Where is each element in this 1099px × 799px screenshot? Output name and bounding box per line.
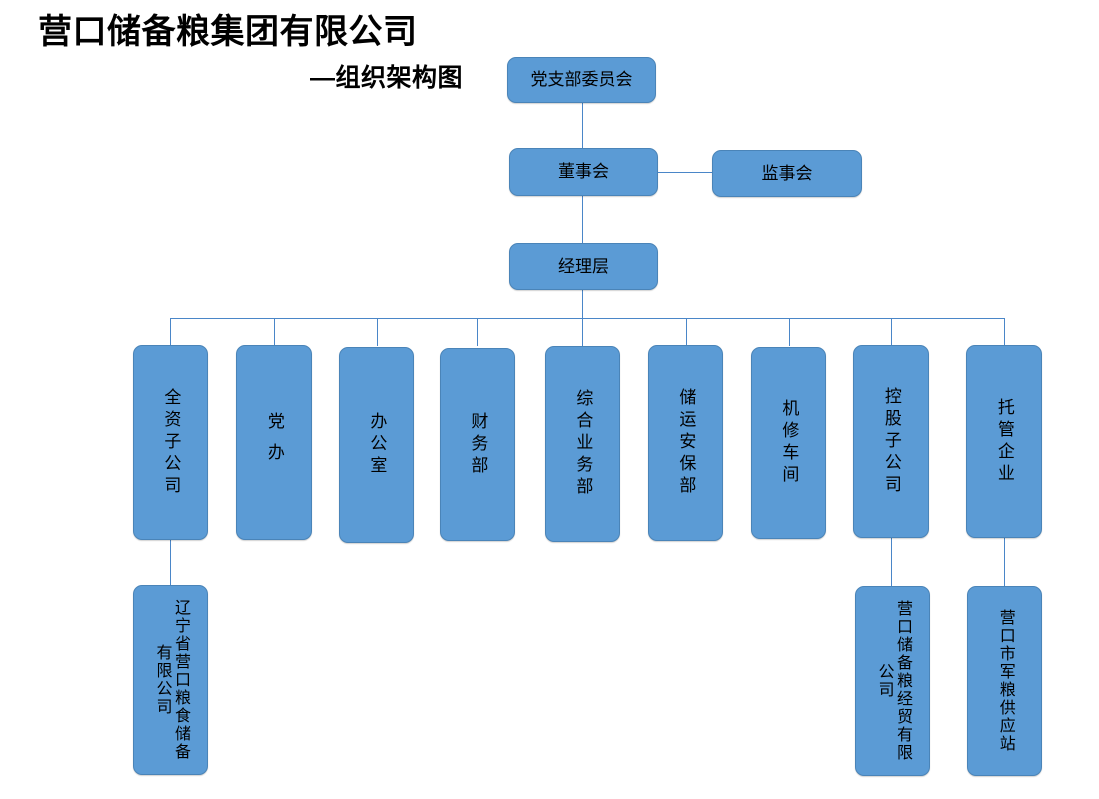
- node-dept-5[interactable]: 综合业务部: [545, 346, 620, 542]
- node-dept-1[interactable]: 全资子公司: [133, 345, 208, 540]
- connector-bus-to-dept-1: [170, 318, 171, 346]
- connector-dept-1-to-sub-1: [170, 540, 171, 585]
- node-board-supervisors[interactable]: 监事会: [712, 150, 862, 197]
- node-label: 控股子公司: [881, 386, 901, 497]
- connector-dept-9-to-sub-3: [1004, 538, 1005, 586]
- page-subtitle: —组织架构图: [310, 64, 464, 92]
- connector-department-bus: [170, 318, 1004, 319]
- connector-board-to-supervisors: [658, 172, 712, 173]
- node-sub-3[interactable]: 营口市军粮供应站: [967, 586, 1042, 776]
- connector-board-to-management: [582, 196, 583, 243]
- node-label: 营口储备粮经贸有限公司: [875, 600, 912, 762]
- node-label: 辽宁省营口粮食储备有限公司: [153, 599, 190, 761]
- node-label: 全资子公司: [161, 387, 181, 498]
- node-sub-1[interactable]: 辽宁省营口粮食储备有限公司: [133, 585, 208, 775]
- connector-bus-to-dept-8: [891, 318, 892, 346]
- node-dept-6[interactable]: 储运安保部: [648, 345, 723, 541]
- node-sub-2[interactable]: 营口储备粮经贸有限公司: [855, 586, 930, 776]
- connector-management-to-bus: [582, 290, 583, 318]
- node-label: 综合业务部: [573, 389, 593, 499]
- connector-bus-to-dept-4: [477, 318, 478, 346]
- node-label: 机修车间: [779, 399, 799, 487]
- node-party-committee[interactable]: 党支部委员会: [507, 57, 656, 103]
- node-label: 托管企业: [994, 397, 1014, 486]
- connector-bus-to-dept-3: [377, 318, 378, 346]
- page-title: 营口储备粮集团有限公司: [38, 13, 418, 51]
- node-label: 监事会: [761, 163, 813, 183]
- node-label: 董事会: [558, 162, 609, 181]
- node-label: 营口市军粮供应站: [996, 609, 1014, 753]
- node-label: 储运安保部: [676, 388, 696, 498]
- connector-dept-8-to-sub-2: [891, 538, 892, 586]
- connector-bus-to-dept-2: [274, 318, 275, 346]
- connector-bus-to-dept-9: [1004, 318, 1005, 346]
- connector-bus-to-dept-6: [686, 318, 687, 346]
- connector-bus-to-dept-5: [582, 318, 583, 346]
- node-dept-2[interactable]: 党办: [236, 345, 312, 540]
- node-dept-9[interactable]: 托管企业: [966, 345, 1042, 538]
- node-dept-8[interactable]: 控股子公司: [853, 345, 929, 538]
- node-management[interactable]: 经理层: [509, 243, 658, 290]
- connector-party-to-board: [582, 103, 583, 148]
- node-board-directors[interactable]: 董事会: [509, 148, 658, 196]
- node-label: 经理层: [558, 256, 609, 276]
- node-label: 党支部委员会: [530, 70, 633, 89]
- connector-bus-to-dept-7: [789, 318, 790, 346]
- node-dept-7[interactable]: 机修车间: [751, 347, 826, 539]
- node-label: 财务部: [468, 411, 488, 478]
- node-dept-4[interactable]: 财务部: [440, 348, 515, 541]
- node-dept-3[interactable]: 办公室: [339, 347, 414, 543]
- node-label: 党办: [264, 411, 284, 474]
- node-label: 办公室: [367, 412, 387, 478]
